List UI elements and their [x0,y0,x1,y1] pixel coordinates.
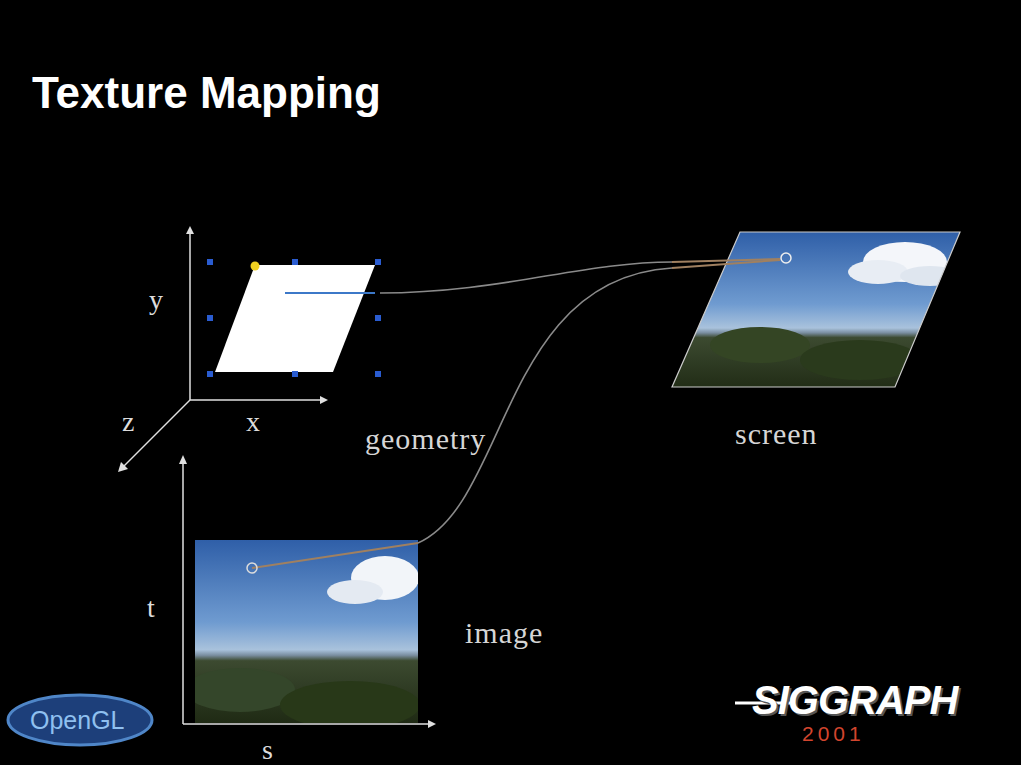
panel-caption: screen [735,417,818,451]
logo-swoosh [8,695,152,745]
panel-caption: image [465,616,543,650]
panel-caption: geometry [365,422,486,456]
axis-label: x [246,406,260,438]
selection-handles [207,259,381,377]
figure-panel: screen [672,232,960,387]
logo-text: 2001 [802,722,865,746]
logo-text: OpenGL [30,706,125,735]
slide-title: Texture Mapping [32,68,381,118]
axis-label: s [262,734,273,765]
screen-picture [660,232,970,392]
figure-panel: image [195,540,418,723]
sample-point [781,253,791,263]
axes [179,455,436,728]
axis-label: t [147,592,155,624]
figure-panel: geometry [210,260,380,376]
logo-text: SIGGRAPH [752,678,957,723]
axis-label: y [149,284,163,316]
texture-picture [195,540,418,723]
mapping-curve [380,262,672,293]
sample-point [247,563,257,573]
inner-line [285,292,375,294]
polygon [215,265,375,372]
vertex-dot [251,262,260,271]
axis-label: z [122,406,134,438]
mapping-curve [418,268,672,543]
inner-line [252,543,418,568]
inner-line [672,260,780,268]
